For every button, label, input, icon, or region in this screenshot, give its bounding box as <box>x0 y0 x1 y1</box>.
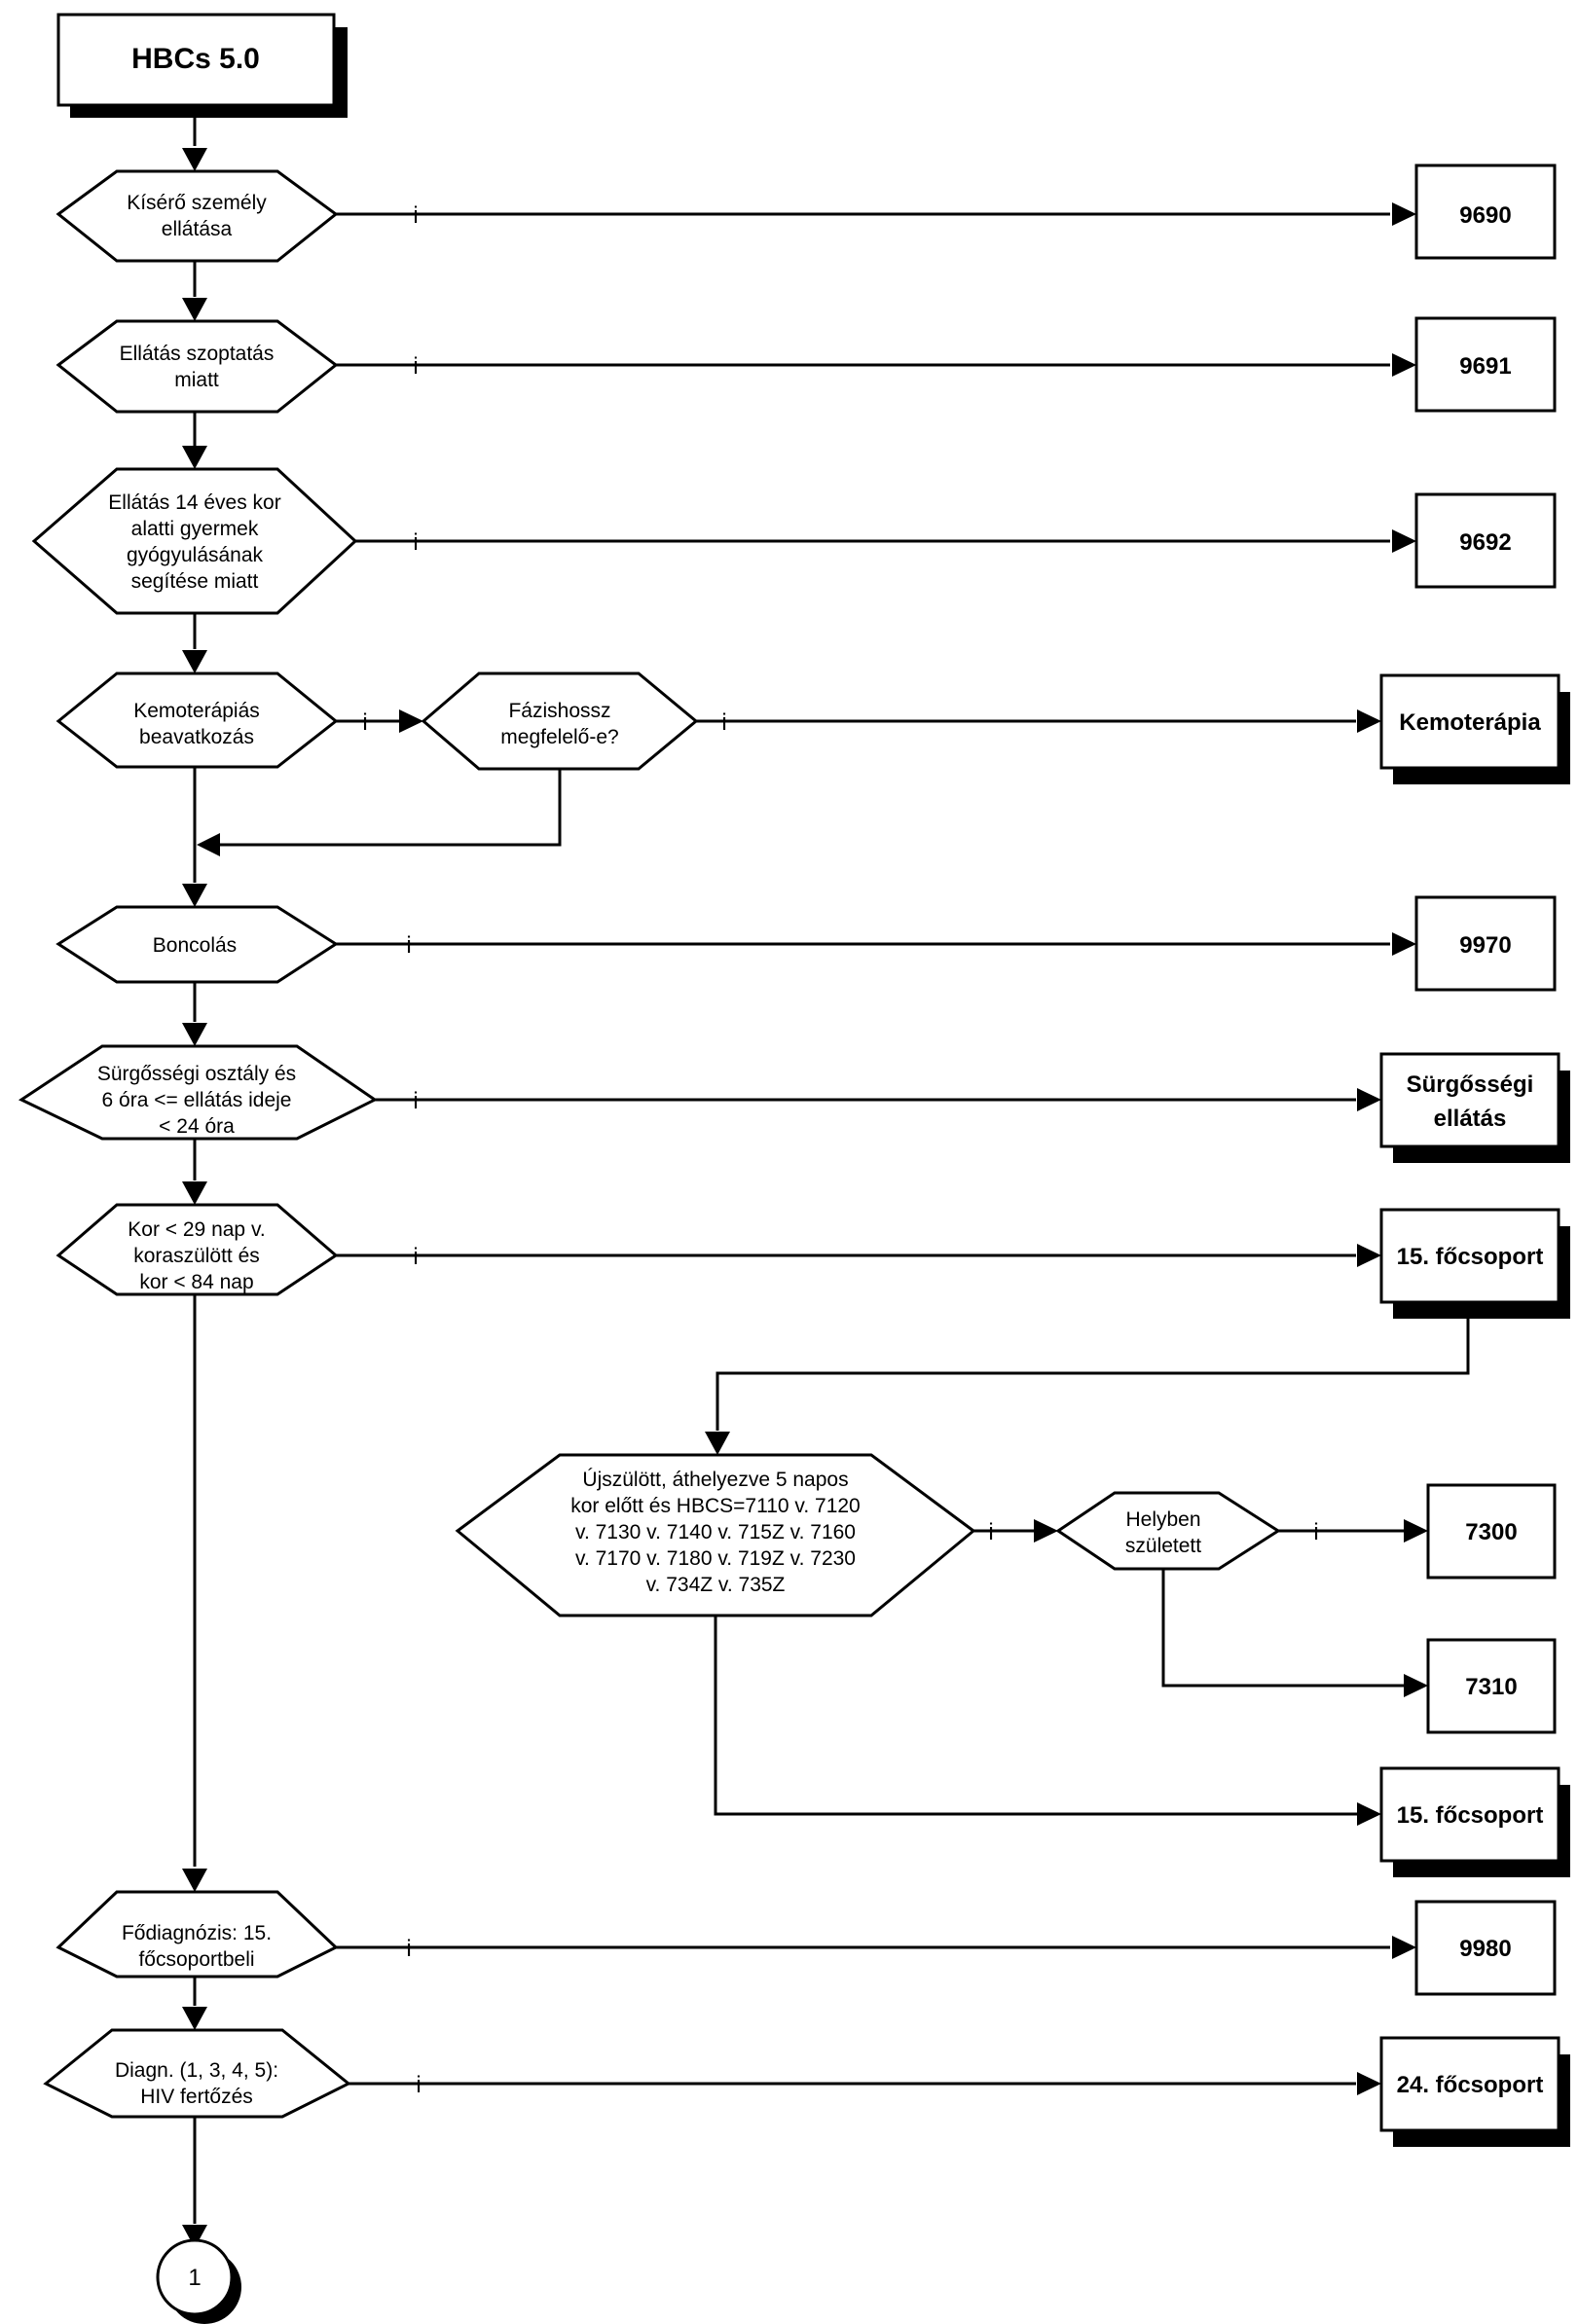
yes-label: i <box>721 709 726 736</box>
outcome-o2: 9691 <box>1414 316 1557 413</box>
arrowhead <box>1357 2072 1381 2095</box>
outcome-o12: 24. főcsoport <box>1379 2036 1570 2147</box>
flow-line <box>1161 1569 1404 1688</box>
flow-line <box>716 1306 1470 1431</box>
outcome-label: 9970 <box>1459 932 1511 959</box>
arrowhead <box>182 446 207 469</box>
outcome-o11: 9980 <box>1414 1900 1557 1996</box>
outcome-o7: 15. főcsoport <box>1379 1208 1570 1319</box>
arrowhead <box>182 1869 207 1892</box>
outcome-label: 9692 <box>1459 529 1511 556</box>
arrowhead <box>1357 1088 1381 1111</box>
arrowhead <box>182 2225 207 2248</box>
yes-label: i <box>413 353 418 380</box>
outcome-o5: 9970 <box>1414 895 1557 992</box>
off-page-connector: 1 <box>156 2238 241 2324</box>
outcome-label: 15. főcsoport <box>1397 1802 1544 1829</box>
arrowhead <box>182 298 207 321</box>
arrowhead <box>182 1023 207 1046</box>
decision-label: Diagn. (1, 3, 4, 5):HIV fertőzés <box>115 2059 278 2108</box>
connector-label: 1 <box>188 2265 201 2291</box>
decision-label: Fődiagnózis: 15.főcsoportbeli <box>122 1922 272 1971</box>
arrowhead <box>1392 529 1416 553</box>
flow-line <box>212 769 562 847</box>
arrowhead <box>705 1432 730 1455</box>
yes-labels: i i i i i i i i i i i i <box>362 202 1318 2098</box>
outcome-label: 7300 <box>1465 1519 1517 1545</box>
arrowhead <box>1392 1936 1416 1959</box>
outcome-o4: Kemoterápia <box>1379 673 1570 784</box>
outcome-label: 15. főcsoport <box>1397 1244 1544 1270</box>
arrowhead <box>182 884 207 907</box>
yes-label: i <box>988 1519 993 1545</box>
arrowhead <box>1034 1519 1058 1543</box>
yes-label: i <box>413 202 418 229</box>
arrowhead <box>399 709 423 733</box>
arrowhead <box>182 148 207 171</box>
outcome-label: 7310 <box>1465 1674 1517 1700</box>
flow-line <box>714 1616 1359 1816</box>
connectors <box>193 105 1470 2224</box>
yes-label: i <box>1313 1519 1318 1545</box>
arrowhead <box>1392 202 1416 226</box>
arrowhead <box>182 650 207 673</box>
outcome-o1: 9690 <box>1414 163 1557 260</box>
arrowheads <box>182 148 1428 2248</box>
arrowhead <box>182 2007 207 2030</box>
arrowhead <box>1404 1519 1428 1543</box>
outcome-label: Kemoterápia <box>1399 709 1541 736</box>
outcome-o9: 7310 <box>1426 1638 1557 1734</box>
arrowhead <box>1357 709 1381 733</box>
outcome-o3: 9692 <box>1414 492 1557 589</box>
outcome-o8: 7300 <box>1426 1483 1557 1580</box>
yes-label: i <box>406 932 411 959</box>
yes-label: i <box>406 1936 411 1962</box>
yes-label: i <box>362 709 367 736</box>
arrowhead <box>1404 1674 1428 1697</box>
yes-label: i <box>413 1088 418 1114</box>
outcome-label: 9980 <box>1459 1936 1511 1962</box>
arrowhead <box>1392 932 1416 956</box>
decision-label: Boncolás <box>153 934 237 957</box>
start-title: HBCs 5.0 <box>131 43 260 75</box>
yes-label: i <box>416 2072 421 2098</box>
arrowhead <box>197 833 220 856</box>
outcome-label: 9691 <box>1459 353 1511 380</box>
outcome-label: 24. főcsoport <box>1397 2072 1544 2098</box>
arrowhead <box>182 1181 207 1205</box>
decision-d11: Diagn. (1, 3, 4, 5):HIV fertőzés <box>43 2028 351 2119</box>
arrowhead <box>1357 1802 1381 1826</box>
yes-label: i <box>413 1244 418 1270</box>
arrowhead <box>1392 353 1416 377</box>
arrowhead <box>1357 1244 1381 1267</box>
decision-d5: Boncolás <box>55 905 339 984</box>
decision-d10: Fődiagnózis: 15.főcsoportbeli <box>55 1890 339 1979</box>
outcome-label: 9690 <box>1459 202 1511 229</box>
outcome-o10: 15. főcsoport <box>1379 1766 1570 1877</box>
start-box: HBCs 5.0 <box>56 13 348 118</box>
yes-label: i <box>413 529 418 556</box>
